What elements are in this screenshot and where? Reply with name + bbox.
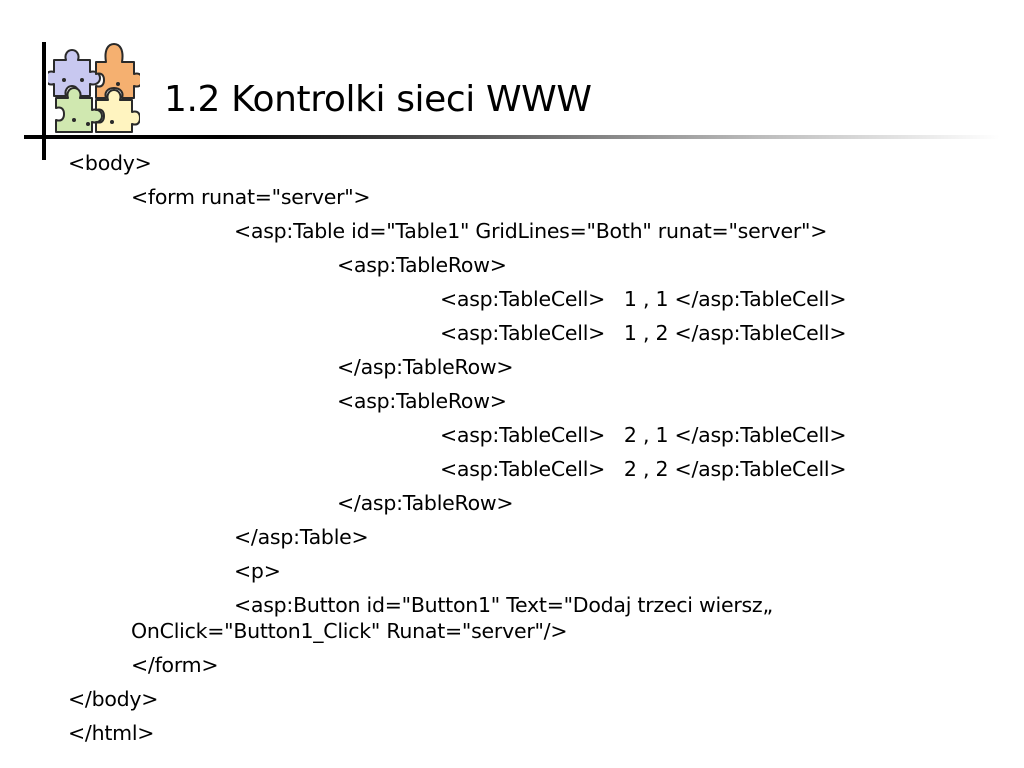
code-line-cell-2-1: <asp:TableCell> 2 , 1 </asp:TableCell> — [440, 423, 847, 447]
code-line-row2-open: <asp:TableRow> — [337, 389, 507, 413]
horizontal-accent-line — [24, 135, 1000, 139]
code-line-cell-2-2: <asp:TableCell> 2 , 2 </asp:TableCell> — [440, 457, 847, 481]
code-line-form-open: <form runat="server"> — [131, 185, 371, 209]
code-line-cell-1-2: <asp:TableCell> 1 , 2 </asp:TableCell> — [440, 321, 847, 345]
vertical-accent-line — [42, 42, 46, 160]
code-line-paragraph: <p> — [234, 559, 281, 583]
code-line-body-close: </body> — [68, 687, 159, 711]
code-line-button-continued: OnClick="Button1_Click" Runat="server"/> — [131, 619, 568, 643]
code-line-form-close: </form> — [131, 653, 219, 677]
code-line-table-close: </asp:Table> — [234, 525, 369, 549]
code-line-table-open: <asp:Table id="Table1" GridLines="Both" … — [234, 219, 828, 243]
code-line-button-open: <asp:Button id="Button1" Text="Dodaj trz… — [234, 593, 773, 617]
code-line-row2-close: </asp:TableRow> — [337, 491, 514, 515]
code-line-html-close: </html> — [68, 721, 155, 745]
code-line-body-open: <body> — [68, 151, 152, 175]
code-line-cell-1-1: <asp:TableCell> 1 , 1 </asp:TableCell> — [440, 287, 847, 311]
slide-title: 1.2 Kontrolki sieci WWW — [164, 79, 592, 120]
puzzle-pieces-icon — [48, 43, 140, 133]
code-line-row1-close: </asp:TableRow> — [337, 355, 514, 379]
code-line-row1-open: <asp:TableRow> — [337, 253, 507, 277]
